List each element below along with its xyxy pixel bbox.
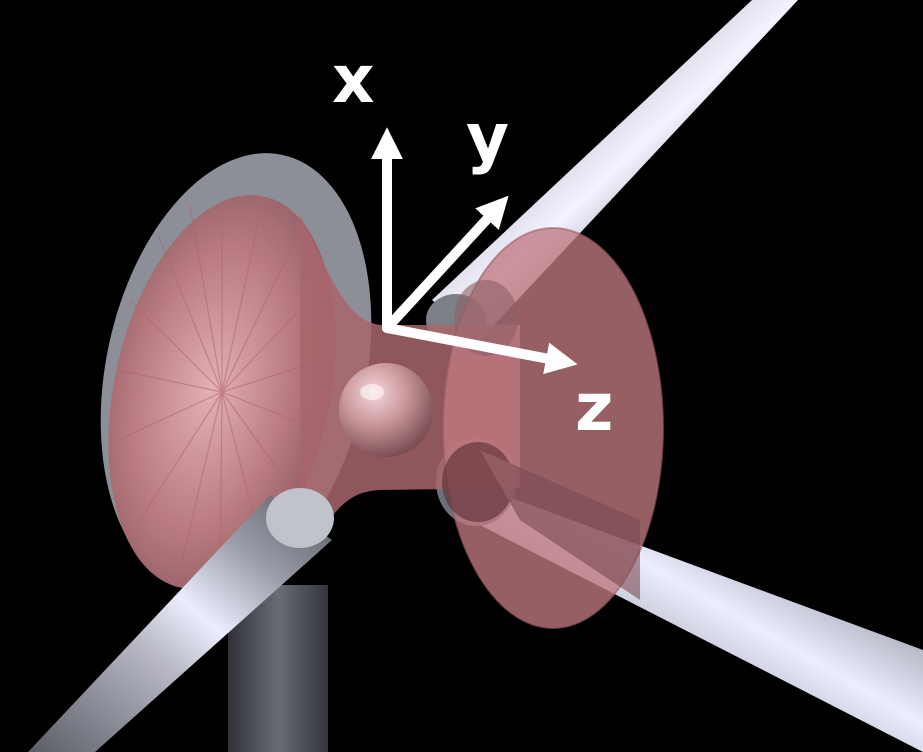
trapped-ion [339,363,433,457]
z-axis-label: z [575,369,613,446]
y-axis-label: y [466,99,509,176]
x-axis-label: x [332,41,375,118]
